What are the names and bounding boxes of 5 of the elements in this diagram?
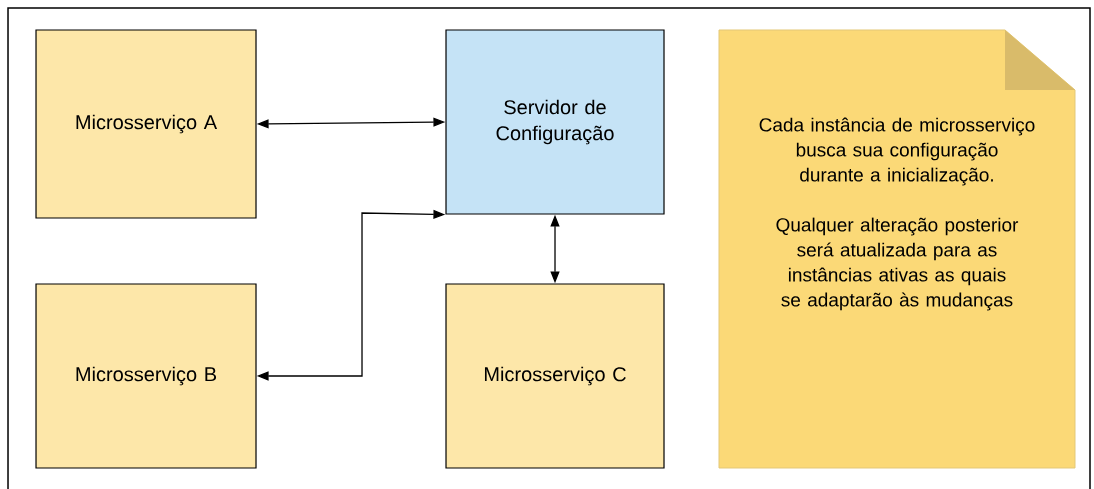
server-box: Servidor de Configuração (445, 29, 665, 215)
service-box: Microsserviço A (35, 29, 257, 219)
service-box: Microsserviço C (445, 283, 665, 469)
note-card: Cada instância de microsserviço busca sua configuração durante a inicialização. Qualquer alteração posterior será atualizada para as instâncias ativas as quais se adaptarão às mudanças (718, 29, 1076, 469)
service-box: Microsserviço B (35, 283, 257, 469)
